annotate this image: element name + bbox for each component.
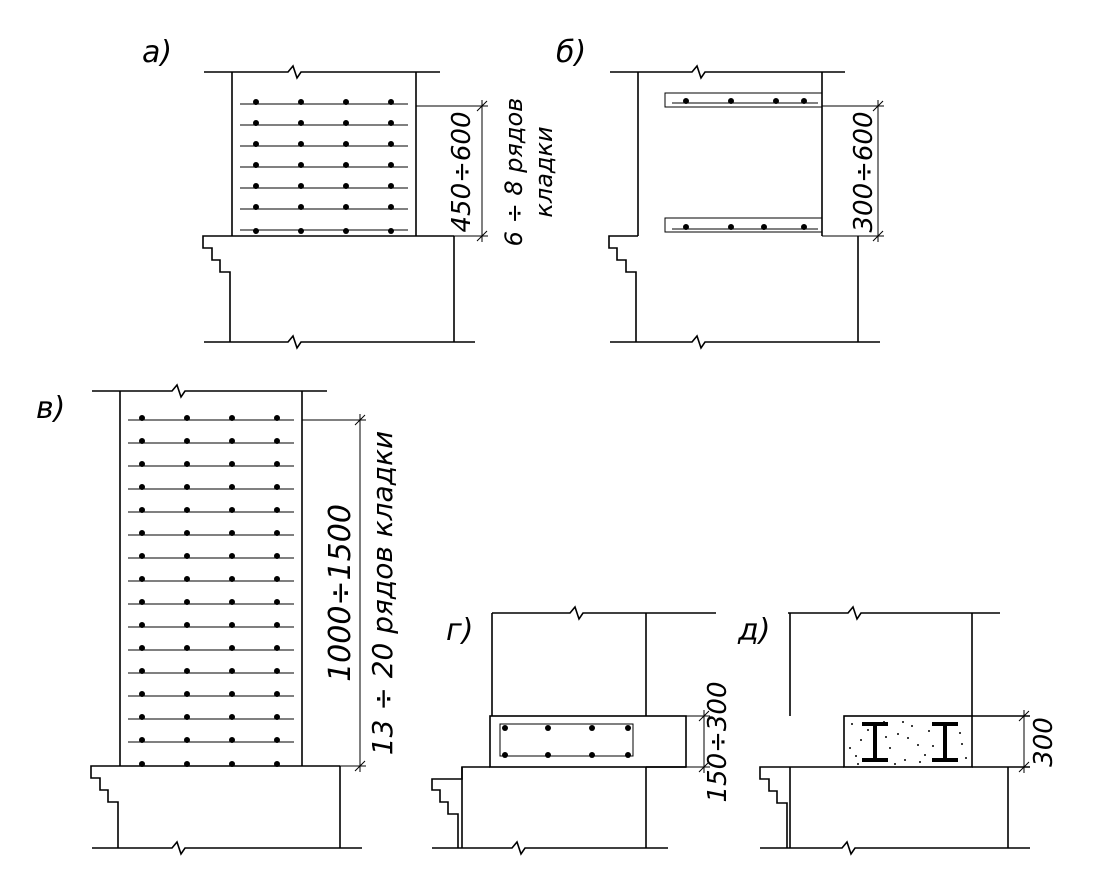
panel-a-label: а) bbox=[142, 35, 172, 70]
panel-v: в) bbox=[36, 383, 399, 856]
panel-b: б) 300÷600 bbox=[556, 35, 884, 350]
panel-v-note: 13 ÷ 20 рядов кладки bbox=[366, 431, 399, 755]
panel-a-note-line1: 6 ÷ 8 рядов bbox=[500, 98, 528, 247]
panel-a: а) bbox=[142, 35, 558, 350]
panel-g-lintel bbox=[489, 715, 687, 768]
panel-a-dimension: 450÷600 bbox=[447, 111, 477, 232]
panel-d: д) bbox=[737, 605, 1059, 856]
panel-b-dimension: 300÷600 bbox=[849, 111, 879, 232]
i-beam-right bbox=[932, 722, 958, 762]
panel-v-dimension: 1000÷1500 bbox=[323, 504, 358, 682]
panel-a-note-line2: кладки bbox=[530, 126, 558, 217]
panel-a-rebar-rows bbox=[240, 99, 408, 234]
panel-d-label: д) bbox=[737, 613, 770, 648]
panel-b-label: б) bbox=[556, 35, 586, 70]
panel-g-label: г) bbox=[446, 613, 473, 648]
panel-g-dimension: 150÷300 bbox=[703, 681, 733, 802]
panel-d-dimension: 300 bbox=[1029, 717, 1059, 767]
panel-b-top-beam bbox=[664, 92, 823, 108]
panel-d-concrete-lintel bbox=[843, 715, 973, 768]
panel-g: г) 150÷300 bbox=[431, 605, 733, 856]
panel-b-bottom-beam bbox=[664, 217, 823, 233]
panel-v-label: в) bbox=[36, 391, 65, 426]
i-beam-left bbox=[862, 722, 888, 762]
panel-v-rebar-rows bbox=[128, 415, 294, 767]
